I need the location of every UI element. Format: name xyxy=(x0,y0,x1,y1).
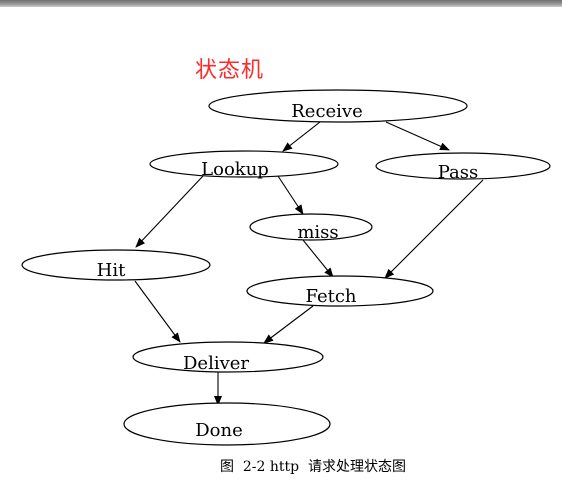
edge-receive-lookup xyxy=(282,121,321,152)
state-node-done: Done xyxy=(123,402,331,446)
edge-hit-deliver xyxy=(134,280,181,343)
state-node-hit: Hit xyxy=(21,249,211,281)
state-node-fetch: Fetch xyxy=(246,275,434,307)
edge-lookup-miss xyxy=(277,175,304,215)
edge-miss-fetch xyxy=(302,239,334,278)
state-label-fetch: Fetch xyxy=(305,286,356,307)
state-node-lookup: Lookup xyxy=(149,150,339,180)
edges xyxy=(134,121,484,406)
diagram-heading: 状态机 xyxy=(195,58,265,83)
state-node-deliver: Deliver xyxy=(132,341,324,374)
state-label-miss: miss xyxy=(297,222,338,243)
state-node-receive: Receive xyxy=(208,89,468,123)
figure-caption: 图 2-2 http 请求处理状态图 xyxy=(220,459,407,475)
edge-receive-pass xyxy=(385,121,450,151)
state-label-deliver: Deliver xyxy=(183,353,249,374)
window-top-bar xyxy=(0,0,562,7)
state-label-hit: Hit xyxy=(97,260,126,281)
state-label-done: Done xyxy=(195,420,243,441)
state-label-receive: Receive xyxy=(291,101,363,122)
state-node-miss: miss xyxy=(249,213,373,243)
edge-fetch-deliver xyxy=(263,305,314,344)
state-node-pass: Pass xyxy=(375,152,551,183)
edge-pass-fetch xyxy=(384,179,484,279)
edge-lookup-hit xyxy=(135,175,204,248)
state-label-pass: Pass xyxy=(438,162,479,183)
state-label-lookup: Lookup xyxy=(201,159,269,180)
